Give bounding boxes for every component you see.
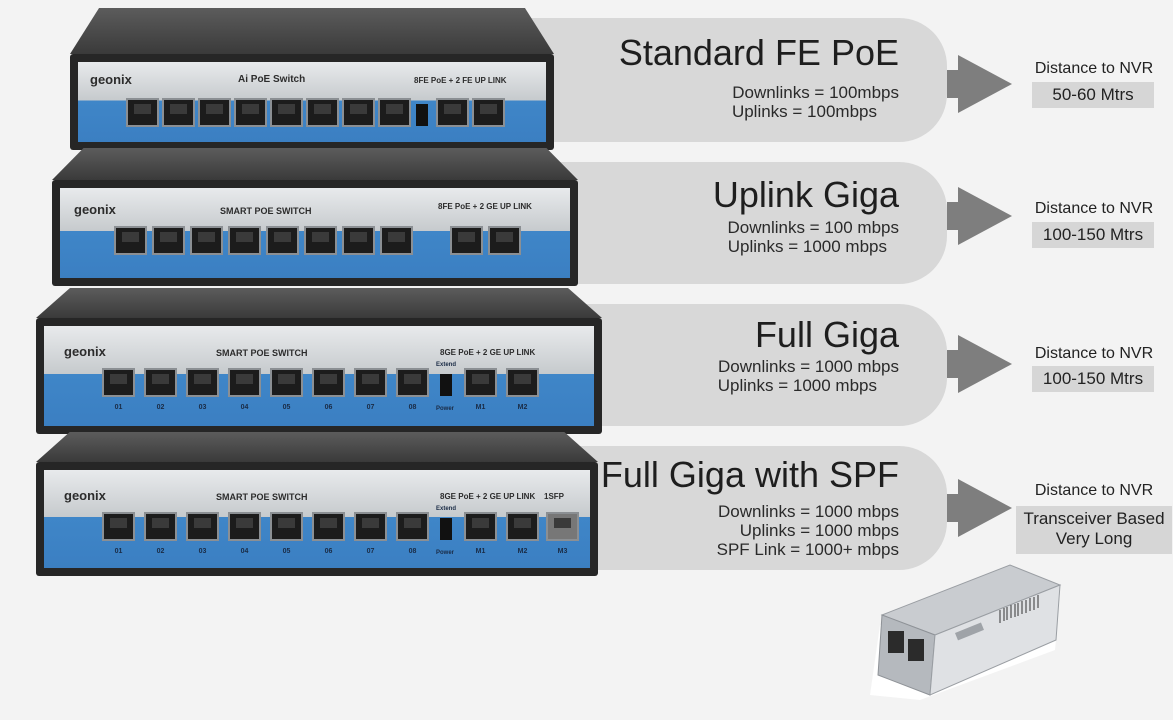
model-label: SMART POE SWITCH: [220, 206, 312, 216]
tier-title: Full Giga with SPF: [600, 454, 899, 495]
distance-value: 100-150 Mtrs: [1032, 366, 1154, 392]
tier-title: Uplink Giga: [712, 174, 899, 215]
uplink-label: 8FE PoE + 2 FE UP LINK: [414, 76, 507, 85]
arrow-icon: [947, 202, 961, 230]
distance-label: Distance to NVR: [1034, 482, 1154, 499]
arrow-icon: [947, 350, 961, 378]
uplink-spec: Uplinks = 1000 mbps: [717, 376, 877, 395]
uplink-label: 8GE PoE + 2 GE UP LINK: [440, 492, 536, 501]
arrow-head-icon: [958, 187, 1012, 245]
tier-title: Standard FE PoE: [618, 32, 899, 73]
distance-label: Distance to NVR: [1034, 345, 1154, 362]
downlink-spec: Downlinks = 100mbps: [732, 83, 899, 102]
uplink-label: 8FE PoE + 2 GE UP LINK: [438, 202, 532, 211]
arrow-head-icon: [958, 55, 1012, 113]
brand-logo: geonix: [64, 488, 106, 503]
uplink-label: 8GE PoE + 2 GE UP LINK: [440, 348, 536, 357]
downlink-spec: Downlinks = 1000 mbps: [718, 357, 899, 376]
sfp-port: [546, 512, 579, 541]
info-panel: [480, 18, 947, 142]
tier-title: Full Giga: [754, 314, 899, 355]
info-panel: [560, 446, 947, 570]
model-label: SMART POE SWITCH: [216, 492, 308, 502]
uplink-spec: Uplinks = 1000 mbps: [739, 521, 899, 540]
uplink-spec: Uplinks = 1000 mbps: [727, 237, 887, 256]
brand-logo: geonix: [64, 344, 106, 359]
uplink-spec: Uplinks = 100mbps: [731, 102, 877, 121]
downlink-spec: Downlinks = 100 mbps: [727, 218, 899, 237]
model-label: SMART POE SWITCH: [216, 348, 308, 358]
arrow-head-icon: [958, 335, 1012, 393]
brand-logo: geonix: [74, 202, 116, 217]
sfp-label: 1SFP: [544, 492, 565, 501]
distance-value: 100-150 Mtrs: [1032, 222, 1154, 248]
sfp-transceiver-icon: [860, 555, 1070, 705]
distance-label: Distance to NVR: [1034, 60, 1154, 77]
poe-switch-image: geonix SMART POE SWITCH 8GE PoE + 2 GE U…: [36, 432, 598, 576]
poe-switch-image: geonix SMART POE SWITCH 8FE PoE + 2 GE U…: [52, 148, 578, 286]
distance-label: Distance to NVR: [1034, 200, 1154, 217]
arrow-icon: [947, 494, 961, 522]
distance-value: 50-60 Mtrs: [1032, 82, 1154, 108]
brand-logo: geonix: [90, 72, 132, 87]
info-panel: [560, 304, 947, 426]
poe-switch-image: geonix SMART POE SWITCH 8GE PoE + 2 GE U…: [36, 288, 602, 434]
downlink-spec: Downlinks = 1000 mbps: [718, 502, 899, 521]
poe-switch-image: geonix Ai PoE Switch 8FE PoE + 2 FE UP L…: [70, 8, 554, 150]
model-label: Ai PoE Switch: [238, 74, 306, 85]
spf-link-spec: SPF Link = 1000+ mbps: [716, 540, 899, 559]
arrow-head-icon: [958, 479, 1012, 537]
distance-value: Transceiver Based Very Long: [1016, 506, 1172, 554]
arrow-icon: [947, 70, 961, 98]
